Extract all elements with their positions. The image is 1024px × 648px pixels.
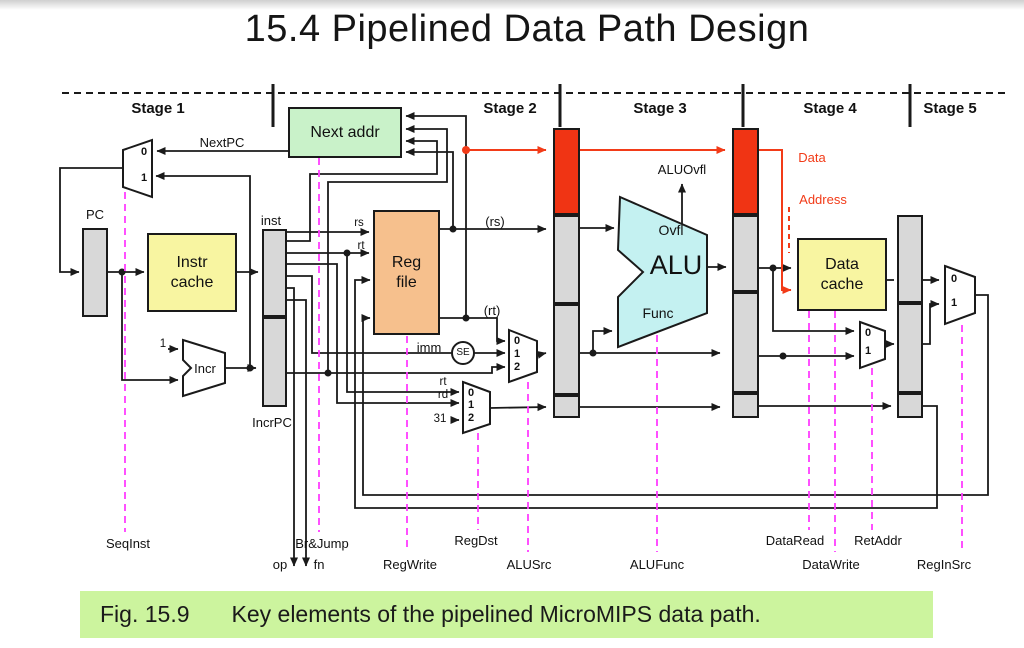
retaddr-mux-1: 1 bbox=[864, 345, 872, 357]
label-rt-value: (rt) bbox=[483, 303, 501, 318]
regdst-mux-0: 0 bbox=[467, 387, 475, 399]
next-addr-block: Next addr bbox=[288, 107, 402, 158]
label-imm: imm bbox=[416, 340, 442, 355]
pc-mux-0: 0 bbox=[140, 146, 148, 158]
control-datawrite: DataWrite bbox=[802, 557, 860, 572]
reg-file-block: Reg file bbox=[373, 210, 440, 335]
pipeline-reg-2-seg3 bbox=[553, 395, 580, 418]
control-brjump: Br&Jump bbox=[295, 536, 349, 551]
control-alusrc: ALUSrc bbox=[506, 557, 552, 572]
alusrc-mux bbox=[508, 328, 538, 384]
label-aluovfl: ALUOvfl bbox=[657, 162, 707, 177]
regdst-mux-2: 2 bbox=[467, 412, 475, 424]
page-title: 15.4 Pipelined Data Path Design bbox=[244, 8, 810, 50]
alu-unit bbox=[616, 195, 708, 349]
label-fn: fn bbox=[313, 557, 325, 572]
pipeline-reg-4-seg2 bbox=[897, 303, 923, 393]
figure-caption: Fig. 15.9 Key elements of the pipelined … bbox=[80, 591, 933, 638]
label-address-red: Address bbox=[799, 192, 847, 207]
label-incr: Incr bbox=[194, 361, 216, 376]
regdst-mux-1: 1 bbox=[467, 399, 475, 411]
memory-access-highlight-path bbox=[462, 146, 792, 294]
label-func: Func bbox=[642, 305, 674, 321]
alusrc-mux-1: 1 bbox=[513, 348, 521, 360]
reginsrc-mux bbox=[944, 264, 976, 326]
pipeline-reg-2-seg1 bbox=[553, 215, 580, 304]
figure-number: Fig. 15.9 bbox=[100, 601, 190, 627]
pc-mux-1: 1 bbox=[140, 172, 148, 184]
pipeline-reg-4-seg1 bbox=[897, 215, 923, 303]
label-alu: ALU bbox=[649, 250, 703, 280]
wire-junction-dots bbox=[118, 225, 787, 377]
label-op: op bbox=[272, 557, 288, 572]
inst-register bbox=[262, 229, 287, 317]
label-rs-value: (rs) bbox=[485, 214, 505, 229]
stage-2-label: Stage 2 bbox=[483, 100, 537, 117]
label-data-red: Data bbox=[798, 150, 826, 165]
control-alufunc: ALUFunc bbox=[629, 557, 685, 572]
label-inst: inst bbox=[260, 213, 282, 228]
pipeline-reg-3-seg3 bbox=[732, 393, 759, 418]
pipeline-reg-3-seg2 bbox=[732, 292, 759, 393]
reginsrc-mux-1: 1 bbox=[950, 297, 958, 309]
control-regwrite: RegWrite bbox=[383, 557, 437, 572]
control-retaddr: RetAddr bbox=[854, 533, 902, 548]
label-rd-dest: rd bbox=[437, 389, 449, 401]
incr-unit bbox=[182, 338, 226, 398]
pc-source-mux bbox=[122, 138, 153, 199]
reginsrc-mux-0: 0 bbox=[950, 273, 958, 285]
figure-caption-text: Key elements of the pipelined MicroMIPS … bbox=[231, 601, 761, 627]
incrpc-register bbox=[262, 317, 287, 407]
stage-4-label: Stage 4 bbox=[803, 100, 857, 117]
stage-boundary-lines bbox=[62, 84, 1008, 127]
pipeline-reg-2-red bbox=[553, 128, 580, 215]
control-seqinst: SeqInst bbox=[105, 536, 151, 551]
alusrc-mux-2: 2 bbox=[513, 361, 521, 373]
label-rt: rt bbox=[357, 240, 365, 252]
pipeline-reg-3-red bbox=[732, 128, 759, 215]
slide-top-edge bbox=[0, 0, 1024, 10]
pipeline-reg-2-seg2 bbox=[553, 304, 580, 395]
label-ovfl: Ovfl bbox=[658, 222, 684, 238]
label-pc: PC bbox=[85, 207, 105, 222]
pipeline-reg-3-seg1 bbox=[732, 215, 759, 292]
label-rt-dest: rt bbox=[439, 376, 447, 388]
stage-1-label: Stage 1 bbox=[131, 100, 185, 117]
retaddr-mux bbox=[859, 320, 886, 370]
stage-5-label: Stage 5 bbox=[923, 100, 977, 117]
label-thirty-one: 31 bbox=[433, 413, 447, 425]
control-dataread: DataRead bbox=[765, 533, 825, 548]
label-rs: rs bbox=[354, 217, 364, 229]
pipeline-reg-4-seg3 bbox=[897, 393, 923, 418]
control-reginsrc: RegInSrc bbox=[916, 557, 972, 572]
control-regdst: RegDst bbox=[454, 533, 498, 548]
pc-register bbox=[82, 228, 108, 317]
label-se: SE bbox=[456, 347, 470, 358]
label-one: 1 bbox=[159, 338, 167, 350]
data-cache-block: Data cache bbox=[797, 238, 887, 311]
label-nextpc: NextPC bbox=[199, 135, 245, 150]
retaddr-mux-0: 0 bbox=[864, 327, 872, 339]
stage-3-label: Stage 3 bbox=[633, 100, 687, 117]
control-signal-lines bbox=[124, 158, 963, 552]
regdst-mux bbox=[462, 380, 491, 435]
sign-extend-unit bbox=[451, 341, 475, 365]
label-incrpc: IncrPC bbox=[252, 415, 292, 430]
instr-cache-block: Instr cache bbox=[147, 233, 237, 312]
alusrc-mux-0: 0 bbox=[513, 335, 521, 347]
signal-wires bbox=[59, 112, 989, 567]
